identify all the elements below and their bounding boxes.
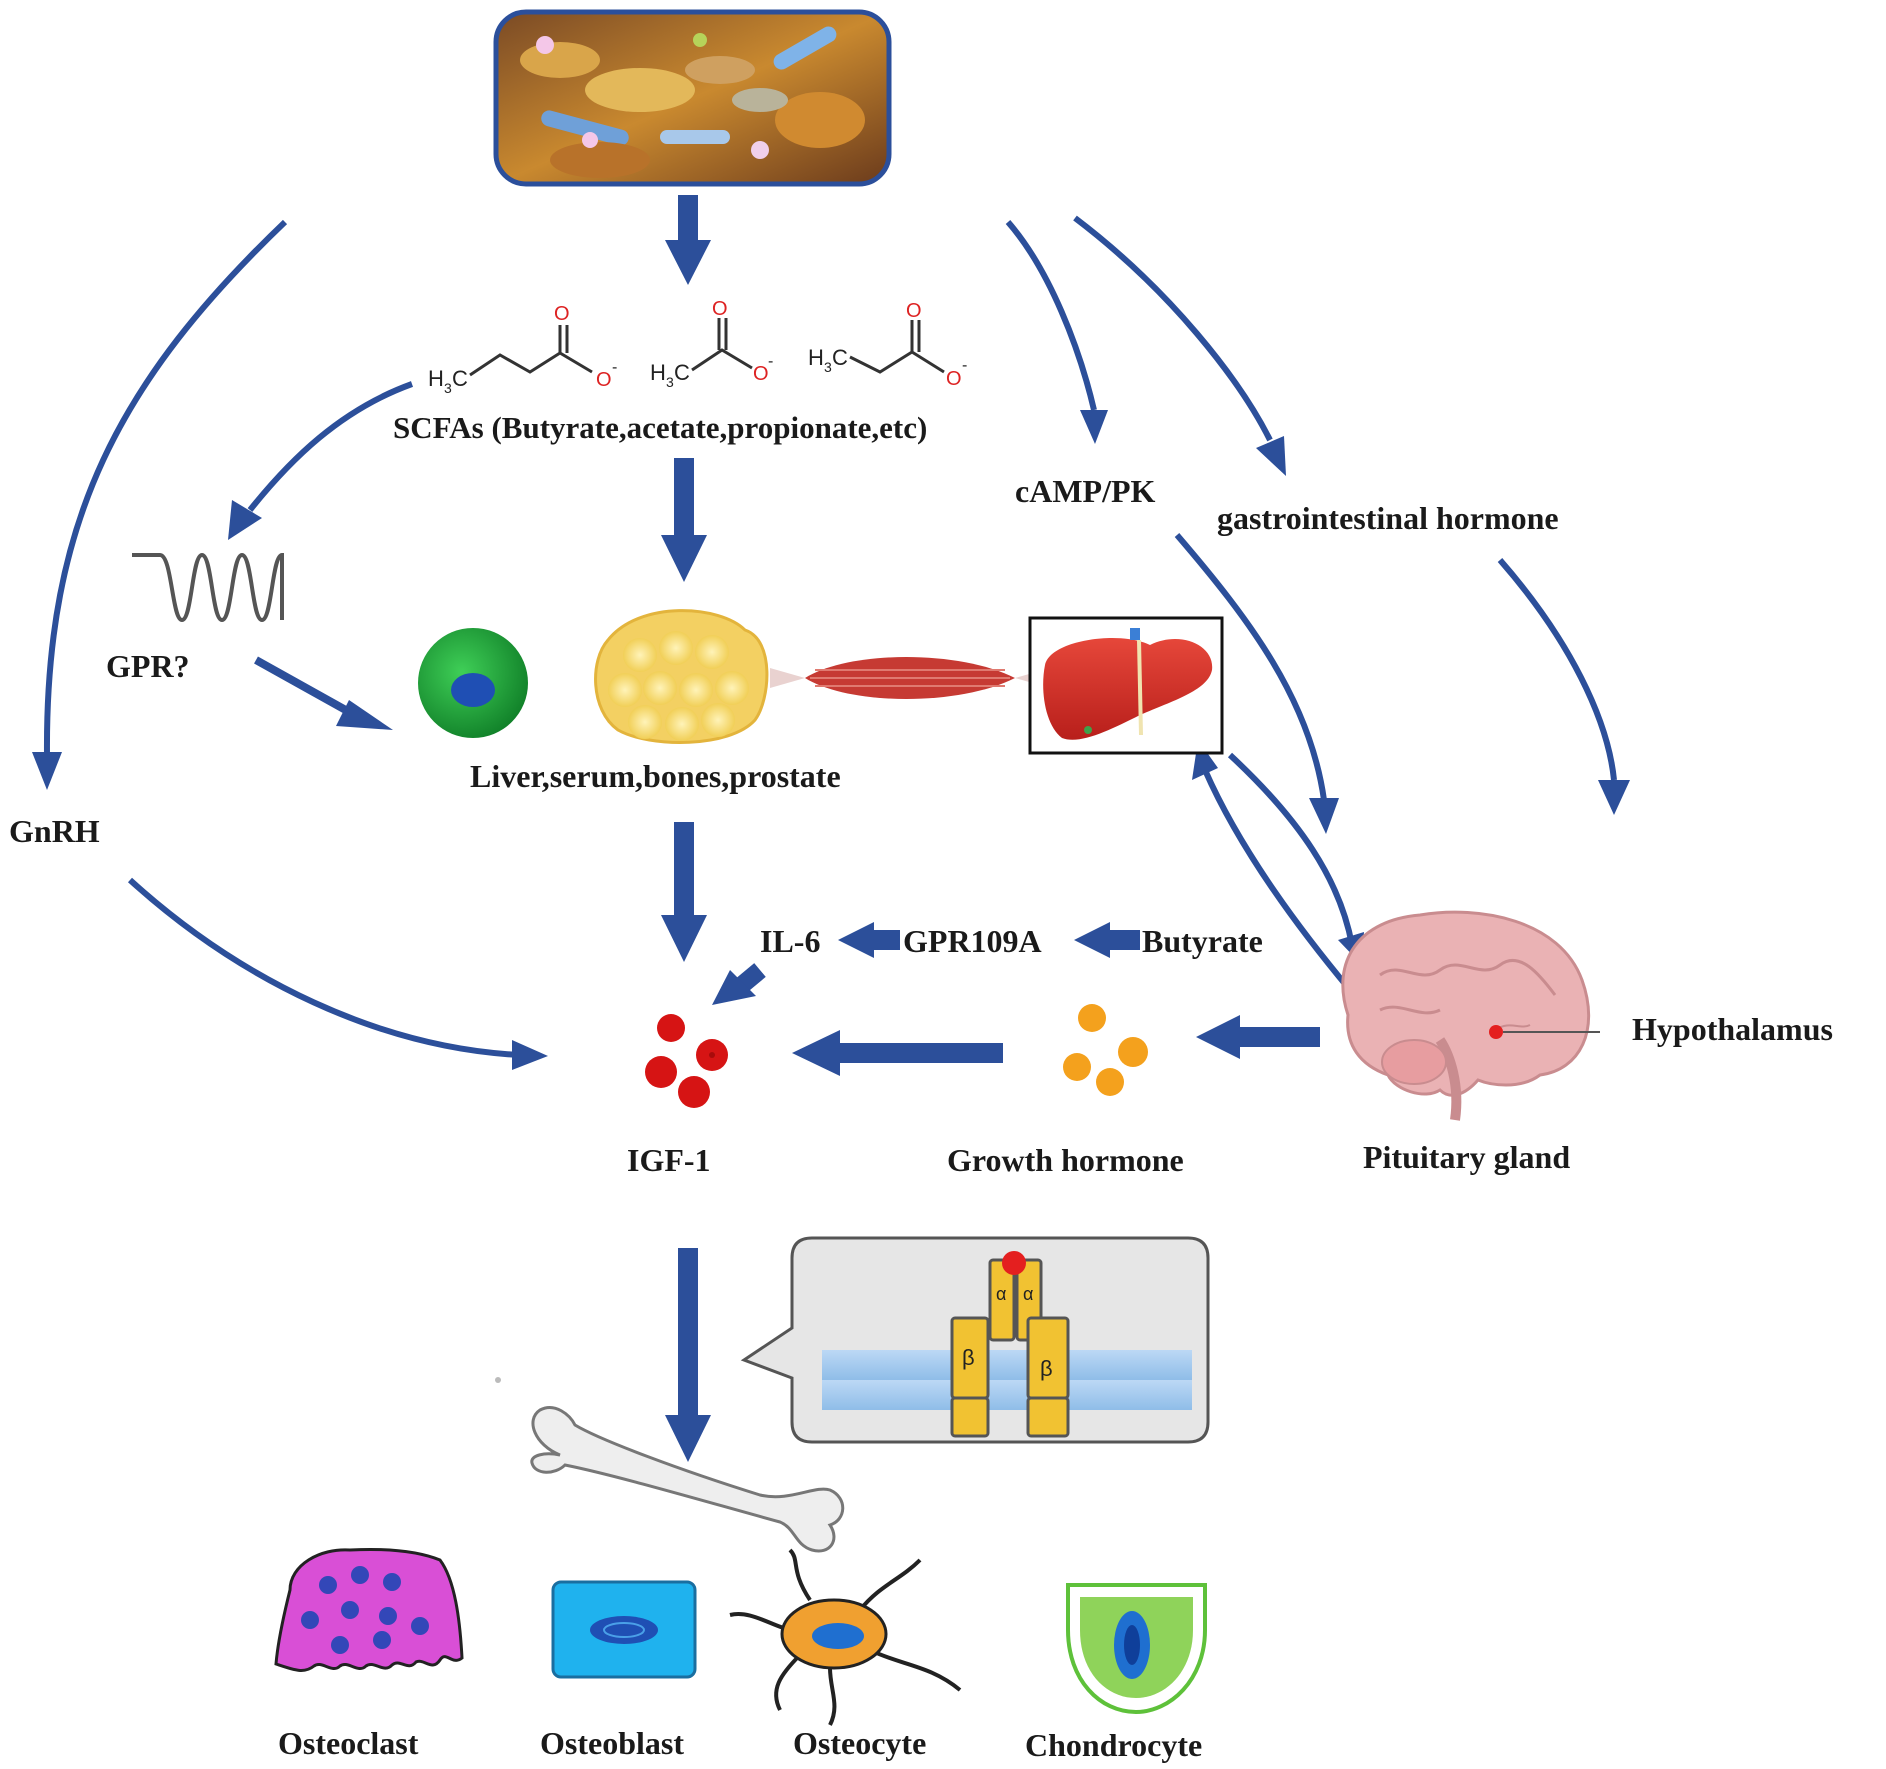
svg-text:3: 3 bbox=[824, 359, 832, 375]
liver-icon bbox=[1028, 616, 1224, 755]
camp-label: cAMP/PK bbox=[1015, 473, 1156, 509]
svg-text:β: β bbox=[962, 1345, 975, 1370]
arrow-pituitary-to-gh bbox=[1196, 1015, 1320, 1059]
osteoblast-label: Osteoblast bbox=[540, 1725, 684, 1761]
gpr109a-label: GPR109A bbox=[903, 923, 1042, 959]
butyrate-label: Butyrate bbox=[1142, 923, 1263, 959]
arrow-gh-to-igf1 bbox=[792, 1030, 1003, 1076]
chondrocyte-label: Chondrocyte bbox=[1025, 1727, 1202, 1763]
svg-text:O: O bbox=[596, 369, 612, 391]
arrow-gi-hormone-to-brain bbox=[1497, 558, 1630, 815]
arrow-gut-to-gi-hormone bbox=[1073, 215, 1286, 476]
osteocyte-label: Osteocyte bbox=[793, 1725, 926, 1761]
svg-text:O: O bbox=[753, 363, 769, 385]
bone-icon bbox=[495, 1377, 845, 1553]
arrow-butyrate-to-gpr109a bbox=[1074, 922, 1140, 958]
growth-hormone-label: Growth hormone bbox=[947, 1142, 1184, 1178]
arrow-gpr109a-to-il6 bbox=[838, 922, 900, 958]
igf1-receptor-icon: α α β β bbox=[950, 1251, 1070, 1438]
arrow-gut-to-camp bbox=[1005, 220, 1108, 444]
svg-text:C: C bbox=[674, 360, 690, 385]
gnrh-label: GnRH bbox=[9, 813, 100, 849]
cell-icon bbox=[418, 628, 528, 738]
svg-text:3: 3 bbox=[666, 374, 674, 390]
chondrocyte-icon bbox=[1066, 1583, 1207, 1715]
osteoclast-label: Osteoclast bbox=[278, 1725, 419, 1761]
svg-text:-: - bbox=[768, 353, 773, 370]
svg-text:O: O bbox=[554, 303, 570, 325]
osteocyte-icon bbox=[729, 1548, 962, 1726]
svg-text:H: H bbox=[808, 345, 824, 370]
svg-text:O: O bbox=[946, 368, 962, 390]
svg-text:C: C bbox=[452, 366, 468, 391]
arrow-camp-to-pituitary bbox=[1174, 533, 1339, 834]
muscle-icon bbox=[770, 657, 1050, 699]
osteoclast-icon bbox=[274, 1548, 464, 1672]
svg-text:β: β bbox=[1040, 1356, 1053, 1381]
arrow-scfas-to-targets bbox=[661, 458, 707, 582]
adipose-icon bbox=[594, 609, 769, 744]
arrow-igf1-to-bone bbox=[665, 1248, 711, 1462]
targets-label: Liver,serum,bones,prostate bbox=[470, 758, 841, 794]
arrow-gpr-to-targets bbox=[254, 656, 393, 730]
arrow-gut-to-scfas bbox=[665, 195, 711, 285]
pituitary-label: Pituitary gland bbox=[1363, 1139, 1570, 1175]
arrow-gnrh-to-igf1 bbox=[127, 877, 548, 1070]
growth-hormone-icon bbox=[1063, 1004, 1148, 1096]
gpr-label: GPR? bbox=[106, 648, 190, 684]
svg-text:-: - bbox=[612, 359, 617, 376]
svg-text:H: H bbox=[650, 360, 666, 385]
svg-text:O: O bbox=[906, 300, 922, 322]
propionate-structure: H 3 C O O - bbox=[808, 300, 967, 390]
svg-text:-: - bbox=[962, 357, 967, 374]
gi-hormone-label: gastrointestinal hormone bbox=[1217, 500, 1559, 536]
igf1-icon bbox=[645, 1014, 728, 1108]
svg-text:3: 3 bbox=[444, 380, 452, 396]
receptor-icon bbox=[132, 552, 284, 623]
svg-text:α: α bbox=[1023, 1284, 1033, 1304]
butyrate-structure: H 3 C O O - bbox=[428, 303, 617, 396]
hypothalamus-label: Hypothalamus bbox=[1632, 1011, 1833, 1047]
acetate-structure: H 3 C O O - bbox=[650, 298, 773, 390]
il6-label: IL-6 bbox=[760, 923, 820, 959]
arrow-scfas-to-gpr bbox=[228, 381, 414, 540]
arrow-targets-to-igf1 bbox=[661, 822, 707, 962]
svg-text:C: C bbox=[832, 345, 848, 370]
gut-microbiota-image bbox=[493, 9, 892, 187]
osteoblast-icon bbox=[551, 1580, 697, 1679]
svg-text:α: α bbox=[996, 1284, 1006, 1304]
arrow-gut-to-gnrh bbox=[32, 219, 288, 790]
svg-text:H: H bbox=[428, 366, 444, 391]
arrow-il6-to-igf1 bbox=[712, 963, 766, 1005]
svg-text:O: O bbox=[712, 298, 728, 320]
igf1-label: IGF-1 bbox=[627, 1142, 711, 1178]
brain-icon bbox=[1341, 910, 1600, 1121]
scfas-label: SCFAs (Butyrate,acetate,propionate,etc) bbox=[393, 410, 927, 445]
